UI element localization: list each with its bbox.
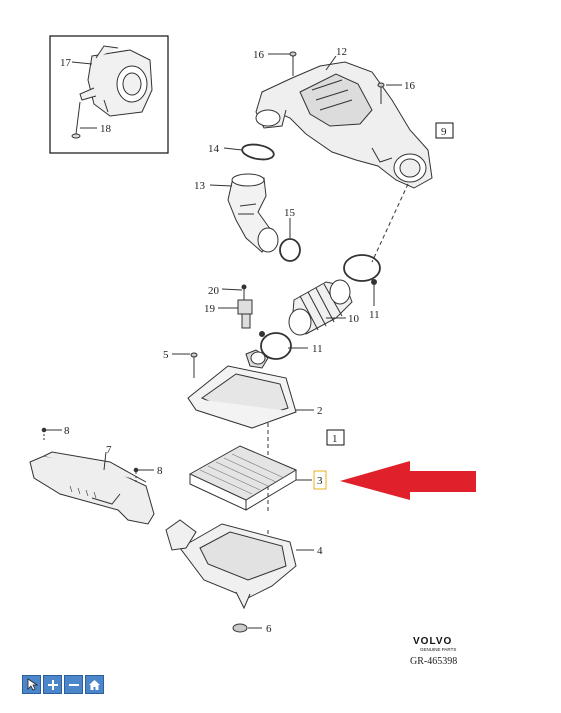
bolt-8-left[interactable] <box>41 427 47 442</box>
leader-13 <box>209 184 233 187</box>
zoom-out-icon <box>68 683 79 686</box>
bolt-8-right[interactable] <box>133 467 139 484</box>
diagram-code: GR-465398 <box>410 656 457 667</box>
bolt-5[interactable] <box>190 352 198 378</box>
housing-base-4[interactable] <box>165 519 297 610</box>
home-button[interactable] <box>85 675 104 694</box>
callout-1: 1 <box>332 433 338 445</box>
callout-8-right: 8 <box>157 465 163 477</box>
bolt-16-top[interactable] <box>289 51 297 76</box>
intake-duct-7[interactable] <box>29 451 155 525</box>
callout-12: 12 <box>336 46 347 58</box>
throttle-body[interactable] <box>79 45 153 117</box>
inset-frame <box>49 35 169 154</box>
filter-element-3[interactable] <box>188 445 298 511</box>
zoom-out-button[interactable] <box>64 675 83 694</box>
brand-name: VOLVO <box>413 636 452 647</box>
leader-20 <box>221 288 243 291</box>
callout-7: 7 <box>106 444 112 456</box>
bolt-18[interactable] <box>71 101 81 139</box>
clamp-11-left[interactable] <box>260 332 292 360</box>
leader-14 <box>223 147 243 151</box>
callout-18: 18 <box>100 123 112 135</box>
callout-4: 4 <box>317 545 323 557</box>
bolt-16-right[interactable] <box>377 82 385 104</box>
callout-6: 6 <box>266 623 272 635</box>
callout-2: 2 <box>317 405 323 417</box>
bellows-hose-10[interactable] <box>288 279 353 336</box>
callout-19: 19 <box>204 303 216 315</box>
assembly-line-a <box>371 183 409 263</box>
brand-tagline: GENUINE PARTS <box>420 647 456 652</box>
housing-cover-2[interactable] <box>187 349 297 429</box>
callout-15: 15 <box>284 207 296 219</box>
red-arrow-icon <box>340 461 476 500</box>
callout-20: 20 <box>208 285 220 297</box>
resonator-12[interactable] <box>255 61 433 189</box>
callout-5: 5 <box>163 349 169 361</box>
ref-box-9 <box>435 122 454 139</box>
elbow-hose-13[interactable] <box>227 173 279 253</box>
callout-14: 14 <box>208 143 220 155</box>
callout-16-top: 16 <box>253 49 265 61</box>
callout-3: 3 <box>317 475 323 487</box>
callout-9: 9 <box>441 126 447 138</box>
pointer-button[interactable] <box>22 675 41 694</box>
callout-16-right: 16 <box>404 80 416 92</box>
highlight-box-3 <box>313 470 327 490</box>
callout-11-left: 11 <box>312 343 323 355</box>
o-ring-14[interactable] <box>241 142 275 161</box>
viewer-toolbar <box>22 675 104 694</box>
zoom-in-button[interactable] <box>43 675 62 694</box>
pointer-icon <box>27 678 38 691</box>
clamp-11-right[interactable] <box>343 254 381 282</box>
leader-12 <box>325 55 337 71</box>
ref-box-1 <box>326 429 345 446</box>
callout-10: 10 <box>348 313 360 325</box>
callout-17: 17 <box>60 57 72 69</box>
zoom-in-icon <box>47 679 58 690</box>
sensor-19[interactable] <box>237 299 253 329</box>
callout-13: 13 <box>194 180 206 192</box>
leader-7 <box>103 451 107 471</box>
clamp-15[interactable] <box>279 238 301 262</box>
leader-17 <box>71 61 93 65</box>
home-icon <box>89 679 100 690</box>
grommet-6[interactable] <box>232 623 248 633</box>
bolt-20[interactable] <box>241 284 247 300</box>
callout-8-left: 8 <box>64 425 70 437</box>
callout-11-right: 11 <box>369 309 380 321</box>
